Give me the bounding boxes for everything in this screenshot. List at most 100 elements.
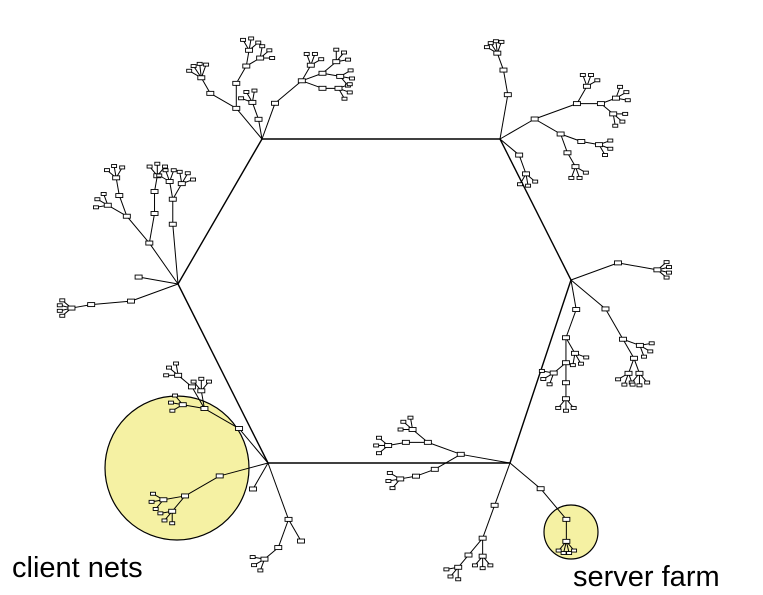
network-node (566, 551, 573, 555)
network-node (629, 382, 636, 387)
network-node (169, 408, 176, 413)
network-link (261, 103, 276, 140)
network-link (427, 441, 461, 455)
network-node (334, 85, 343, 91)
network-link (499, 138, 520, 156)
network-link (494, 462, 511, 506)
network-node (206, 379, 212, 384)
network-node (176, 169, 183, 174)
network-node (635, 370, 644, 376)
network-link (235, 108, 263, 140)
network-link (434, 453, 462, 470)
network-node (170, 168, 177, 173)
network-node (621, 382, 628, 387)
network-node (376, 451, 382, 456)
network-node (154, 161, 161, 166)
network-node (396, 476, 405, 482)
network-node (407, 415, 414, 420)
network-node (479, 566, 486, 571)
network-node (400, 419, 407, 424)
network-node (347, 68, 354, 73)
network-link (540, 488, 567, 520)
network-node (168, 196, 177, 202)
server-farm-label: server farm (573, 561, 720, 593)
network-link (277, 519, 289, 548)
network-node (576, 175, 583, 180)
network-node (530, 116, 539, 122)
network-node (478, 553, 487, 559)
network-node (562, 516, 571, 522)
network-link (468, 537, 484, 556)
network-node (490, 502, 499, 508)
network-link (200, 390, 205, 409)
network-node (653, 267, 662, 273)
network-node (546, 382, 553, 387)
network-link (570, 279, 577, 310)
network-node (623, 90, 630, 95)
network-link (628, 358, 635, 374)
network-node (555, 405, 562, 410)
network-node (579, 73, 586, 77)
network-node (200, 406, 209, 411)
network-node (248, 99, 257, 105)
network-node (583, 355, 590, 360)
network-node (666, 265, 673, 270)
network-link (617, 262, 658, 271)
network-link (509, 462, 541, 490)
network-node (145, 240, 154, 246)
network-node (615, 377, 622, 382)
network-node (572, 307, 581, 312)
network-link (534, 118, 561, 135)
network-node (94, 197, 101, 202)
network-node (56, 308, 63, 313)
network-node (238, 96, 245, 101)
network-node (162, 168, 169, 173)
network-node (612, 123, 619, 128)
network-node (303, 51, 310, 56)
network-node (56, 303, 63, 308)
network-node (582, 83, 591, 89)
network-node (249, 555, 256, 560)
network-node (571, 164, 580, 170)
network-link (258, 119, 263, 140)
network-node (245, 47, 254, 53)
network-node (499, 67, 508, 73)
network-node (455, 577, 462, 582)
network-link (565, 309, 577, 338)
network-node (341, 50, 347, 55)
network-node (346, 82, 353, 87)
network-node (255, 40, 262, 45)
network-node (168, 221, 177, 227)
network-node (349, 76, 355, 81)
client-nets-highlight (104, 395, 250, 541)
network-node (284, 516, 293, 522)
network-link (210, 92, 237, 109)
network-node (333, 47, 340, 52)
network-node (630, 355, 638, 361)
network-link (460, 453, 511, 464)
network-node (532, 179, 539, 184)
network-node (197, 388, 206, 394)
network-node (187, 384, 196, 390)
network-node (536, 486, 545, 492)
network-link (499, 94, 509, 140)
network-node (318, 85, 327, 91)
network-node (596, 101, 605, 107)
network-node (104, 168, 110, 173)
network-node (177, 181, 186, 187)
network-node (602, 153, 608, 157)
network-node (122, 213, 131, 219)
network-node (386, 470, 393, 475)
network-node (150, 211, 159, 216)
network-node (607, 146, 614, 151)
network-node (384, 443, 393, 448)
network-node (318, 57, 325, 62)
network-node (493, 50, 502, 56)
network-link (560, 133, 568, 153)
network-node (562, 538, 571, 544)
network-node (617, 84, 624, 89)
network-node (556, 131, 565, 137)
network-node (162, 164, 168, 169)
network-link (499, 118, 535, 140)
